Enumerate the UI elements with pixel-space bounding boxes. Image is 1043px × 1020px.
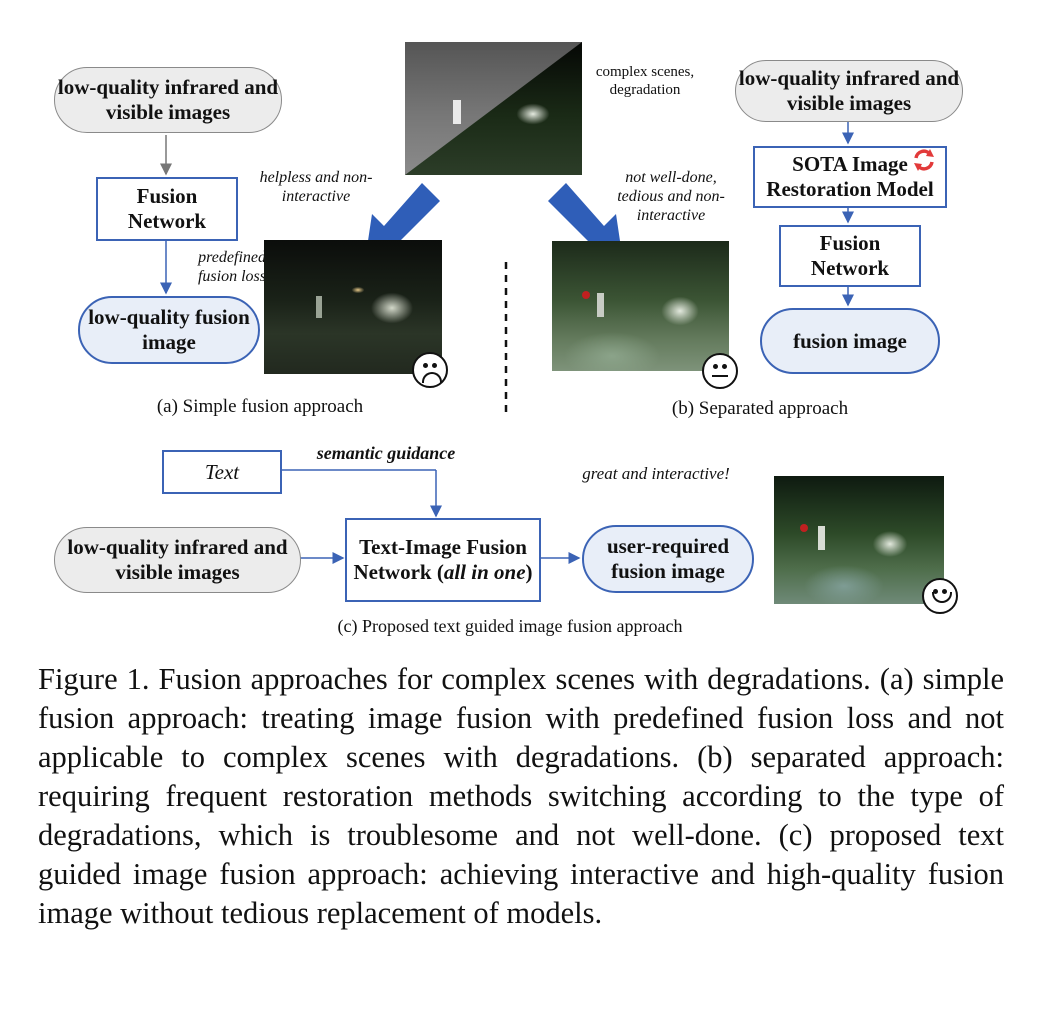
panel-c-caption: (c) Proposed text guided image fusion ap… bbox=[337, 616, 683, 636]
panel-a-input-node: low-quality infrared and visible images bbox=[54, 67, 282, 133]
panel-a-input-label: low-quality infrared and visible images bbox=[57, 75, 279, 124]
panel-c-text-label: Text bbox=[204, 459, 240, 484]
panel-c-network-node: Text-Image Fusion Network (all in one) bbox=[345, 518, 541, 602]
panel-a-loss-label: predefined fusion loss bbox=[197, 249, 266, 285]
panel-a-network-node: Fusion Network bbox=[96, 177, 238, 241]
panel-c-output-label: user-required fusion image bbox=[606, 534, 730, 583]
panel-b-remark: not well-done, tedious and non-interacti… bbox=[617, 169, 725, 224]
panel-b-network-label: Fusion Network bbox=[810, 231, 890, 280]
panel-a-network-label: Fusion Network bbox=[127, 184, 207, 233]
panel-a-remark: helpless and non-interactive bbox=[259, 169, 373, 205]
panel-b-output-label: fusion image bbox=[793, 328, 907, 353]
panel-a-output-node: low-quality fusion image bbox=[78, 296, 260, 364]
panel-a-output-label: low-quality fusion image bbox=[88, 305, 250, 354]
stop-sign bbox=[800, 524, 808, 532]
panel-c-input-node: low-quality infrared and visible images bbox=[54, 527, 301, 593]
panel-c-network-label-end: ) bbox=[525, 560, 533, 584]
pedestrian-figure bbox=[316, 296, 322, 318]
panel-b-output-node: fusion image bbox=[760, 308, 940, 374]
panel-a-fusion-photo bbox=[264, 240, 442, 374]
neutral-face-icon bbox=[702, 353, 738, 389]
pedestrian-figure bbox=[453, 100, 461, 124]
panel-c-network-label-em: all in one bbox=[443, 560, 526, 584]
panel-c-fusion-photo bbox=[774, 476, 944, 604]
panel-c-text-node: Text bbox=[162, 450, 282, 494]
sad-face-icon bbox=[412, 352, 448, 388]
panel-c-network-label: Text-Image Fusion Network (all in one) bbox=[347, 535, 539, 585]
scene-input-photo bbox=[405, 42, 582, 175]
refresh-icon bbox=[912, 148, 936, 172]
panel-c-output-node: user-required fusion image bbox=[582, 525, 754, 593]
pedestrian-figure bbox=[597, 293, 604, 317]
stop-sign bbox=[582, 291, 590, 299]
panel-c-network-label-main: Text-Image Fusion Network ( bbox=[353, 535, 527, 584]
panel-a-caption: (a) Simple fusion approach bbox=[156, 396, 364, 417]
panel-b-input-label: low-quality infrared and visible images bbox=[738, 66, 960, 115]
scene-label: complex scenes, degradation bbox=[595, 64, 695, 98]
happy-face-icon bbox=[922, 578, 958, 614]
panel-c-input-label: low-quality infrared and visible images bbox=[67, 535, 288, 584]
panel-b-input-node: low-quality infrared and visible images bbox=[735, 60, 963, 122]
panel-b-network-node: Fusion Network bbox=[779, 225, 921, 287]
panel-b-fusion-photo bbox=[552, 241, 729, 371]
panel-b-restoration-label: SOTA Image Restoration Model bbox=[766, 152, 934, 201]
pedestrian-figure bbox=[818, 526, 825, 550]
panel-c-guidance-label: semantic guidance bbox=[316, 443, 456, 463]
panel-c-remark: great and interactive! bbox=[582, 464, 730, 483]
figure-caption: Figure 1. Fusion approaches for complex … bbox=[38, 662, 1004, 930]
panel-b-caption: (b) Separated approach bbox=[671, 398, 849, 419]
